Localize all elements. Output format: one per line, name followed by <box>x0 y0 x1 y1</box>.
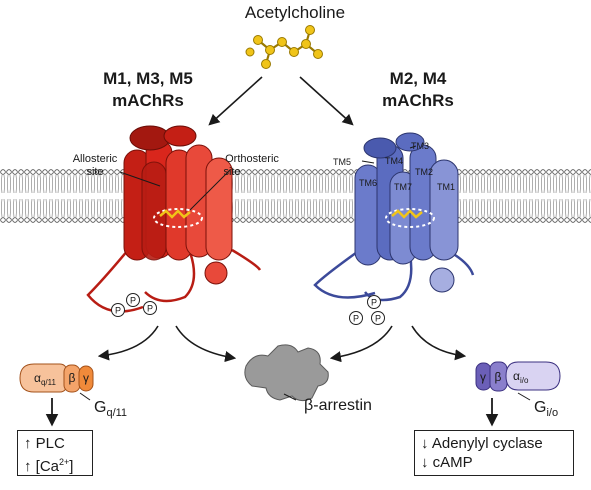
arrow-ligand-to-m135 <box>208 76 263 126</box>
arrow-m24-to-arrestin <box>329 325 393 363</box>
gq-gamma-label: γ <box>83 371 89 385</box>
m135-title-line1: M1, M3, M5 <box>103 69 193 88</box>
arrow-m135-to-arrestin <box>175 325 237 363</box>
m24-title-line1: M2, M4 <box>390 69 447 88</box>
tm5-pointer <box>361 160 375 164</box>
tm5-label: TM5 <box>333 157 351 167</box>
cell-membrane <box>0 168 591 224</box>
svg-text:P: P <box>371 298 377 308</box>
allosteric-pointer <box>119 171 161 187</box>
orthosteric-label-line1: Orthosteric <box>225 153 279 165</box>
plc-effect: ↑ PLC <box>24 435 65 452</box>
m24-phospho-group: P P P <box>349 295 385 325</box>
arrestin-pointer <box>283 393 297 401</box>
camp-effect: ↓ cAMP <box>421 454 473 471</box>
adenylyl-cyclase-effect: ↓ Adenylyl cyclase <box>421 435 543 452</box>
orthosteric-pointer <box>189 169 231 211</box>
beta-arrestin-shape <box>244 344 329 402</box>
allosteric-label-line2: site <box>86 166 103 178</box>
svg-text:P: P <box>115 306 121 316</box>
tm2-label: TM2 <box>415 167 433 177</box>
arrow-m135-to-gq <box>97 325 159 361</box>
gq-alpha-label: αq/11 <box>34 371 56 387</box>
gq-pointer <box>79 392 91 401</box>
svg-text:P: P <box>130 296 136 306</box>
svg-text:P: P <box>375 314 381 324</box>
gi-name-label: Gi/o <box>534 399 558 419</box>
tm6-label: TM6 <box>359 178 377 188</box>
tm1-label: TM1 <box>437 182 455 192</box>
gi-beta-label: β <box>495 370 502 384</box>
gi-protein <box>475 361 561 392</box>
calcium-effect: ↑ [Ca2+] <box>24 457 74 475</box>
gq-name-label: Gq/11 <box>94 399 127 419</box>
tm4-label: TM4 <box>385 156 403 166</box>
allosteric-label-line1: Allosteric <box>73 153 118 165</box>
m24-title-line2: mAChRs <box>382 91 454 110</box>
tm3-label: TM3 <box>411 141 429 151</box>
svg-text:P: P <box>353 314 359 324</box>
svg-text:P: P <box>147 304 153 314</box>
m24-receptor <box>313 132 475 302</box>
gq-effects-box: ↑ PLC ↑ [Ca2+] <box>17 430 93 476</box>
orthosteric-label-line2: site <box>223 166 240 178</box>
arrestin-label: β-arrestin <box>304 397 372 414</box>
acetylcholine-label: Acetylcholine <box>245 3 345 22</box>
gq-protein <box>19 363 94 393</box>
m135-title-line2: mAChRs <box>112 91 184 110</box>
m135-phospho-group: P P P <box>111 293 157 317</box>
arrow-ligand-to-m24 <box>299 76 354 126</box>
gq-beta-label: β <box>69 371 76 385</box>
tm3-pointer <box>409 145 417 149</box>
gi-effects-box: ↓ Adenylyl cyclase ↓ cAMP <box>414 430 574 476</box>
arrow-m24-to-gi <box>411 325 467 361</box>
gi-gamma-label: γ <box>480 370 486 384</box>
acetylcholine-atoms <box>245 25 323 69</box>
gi-pointer <box>517 392 531 401</box>
tm7-label: TM7 <box>394 182 412 192</box>
gi-alpha-label: αi/o <box>513 369 529 385</box>
